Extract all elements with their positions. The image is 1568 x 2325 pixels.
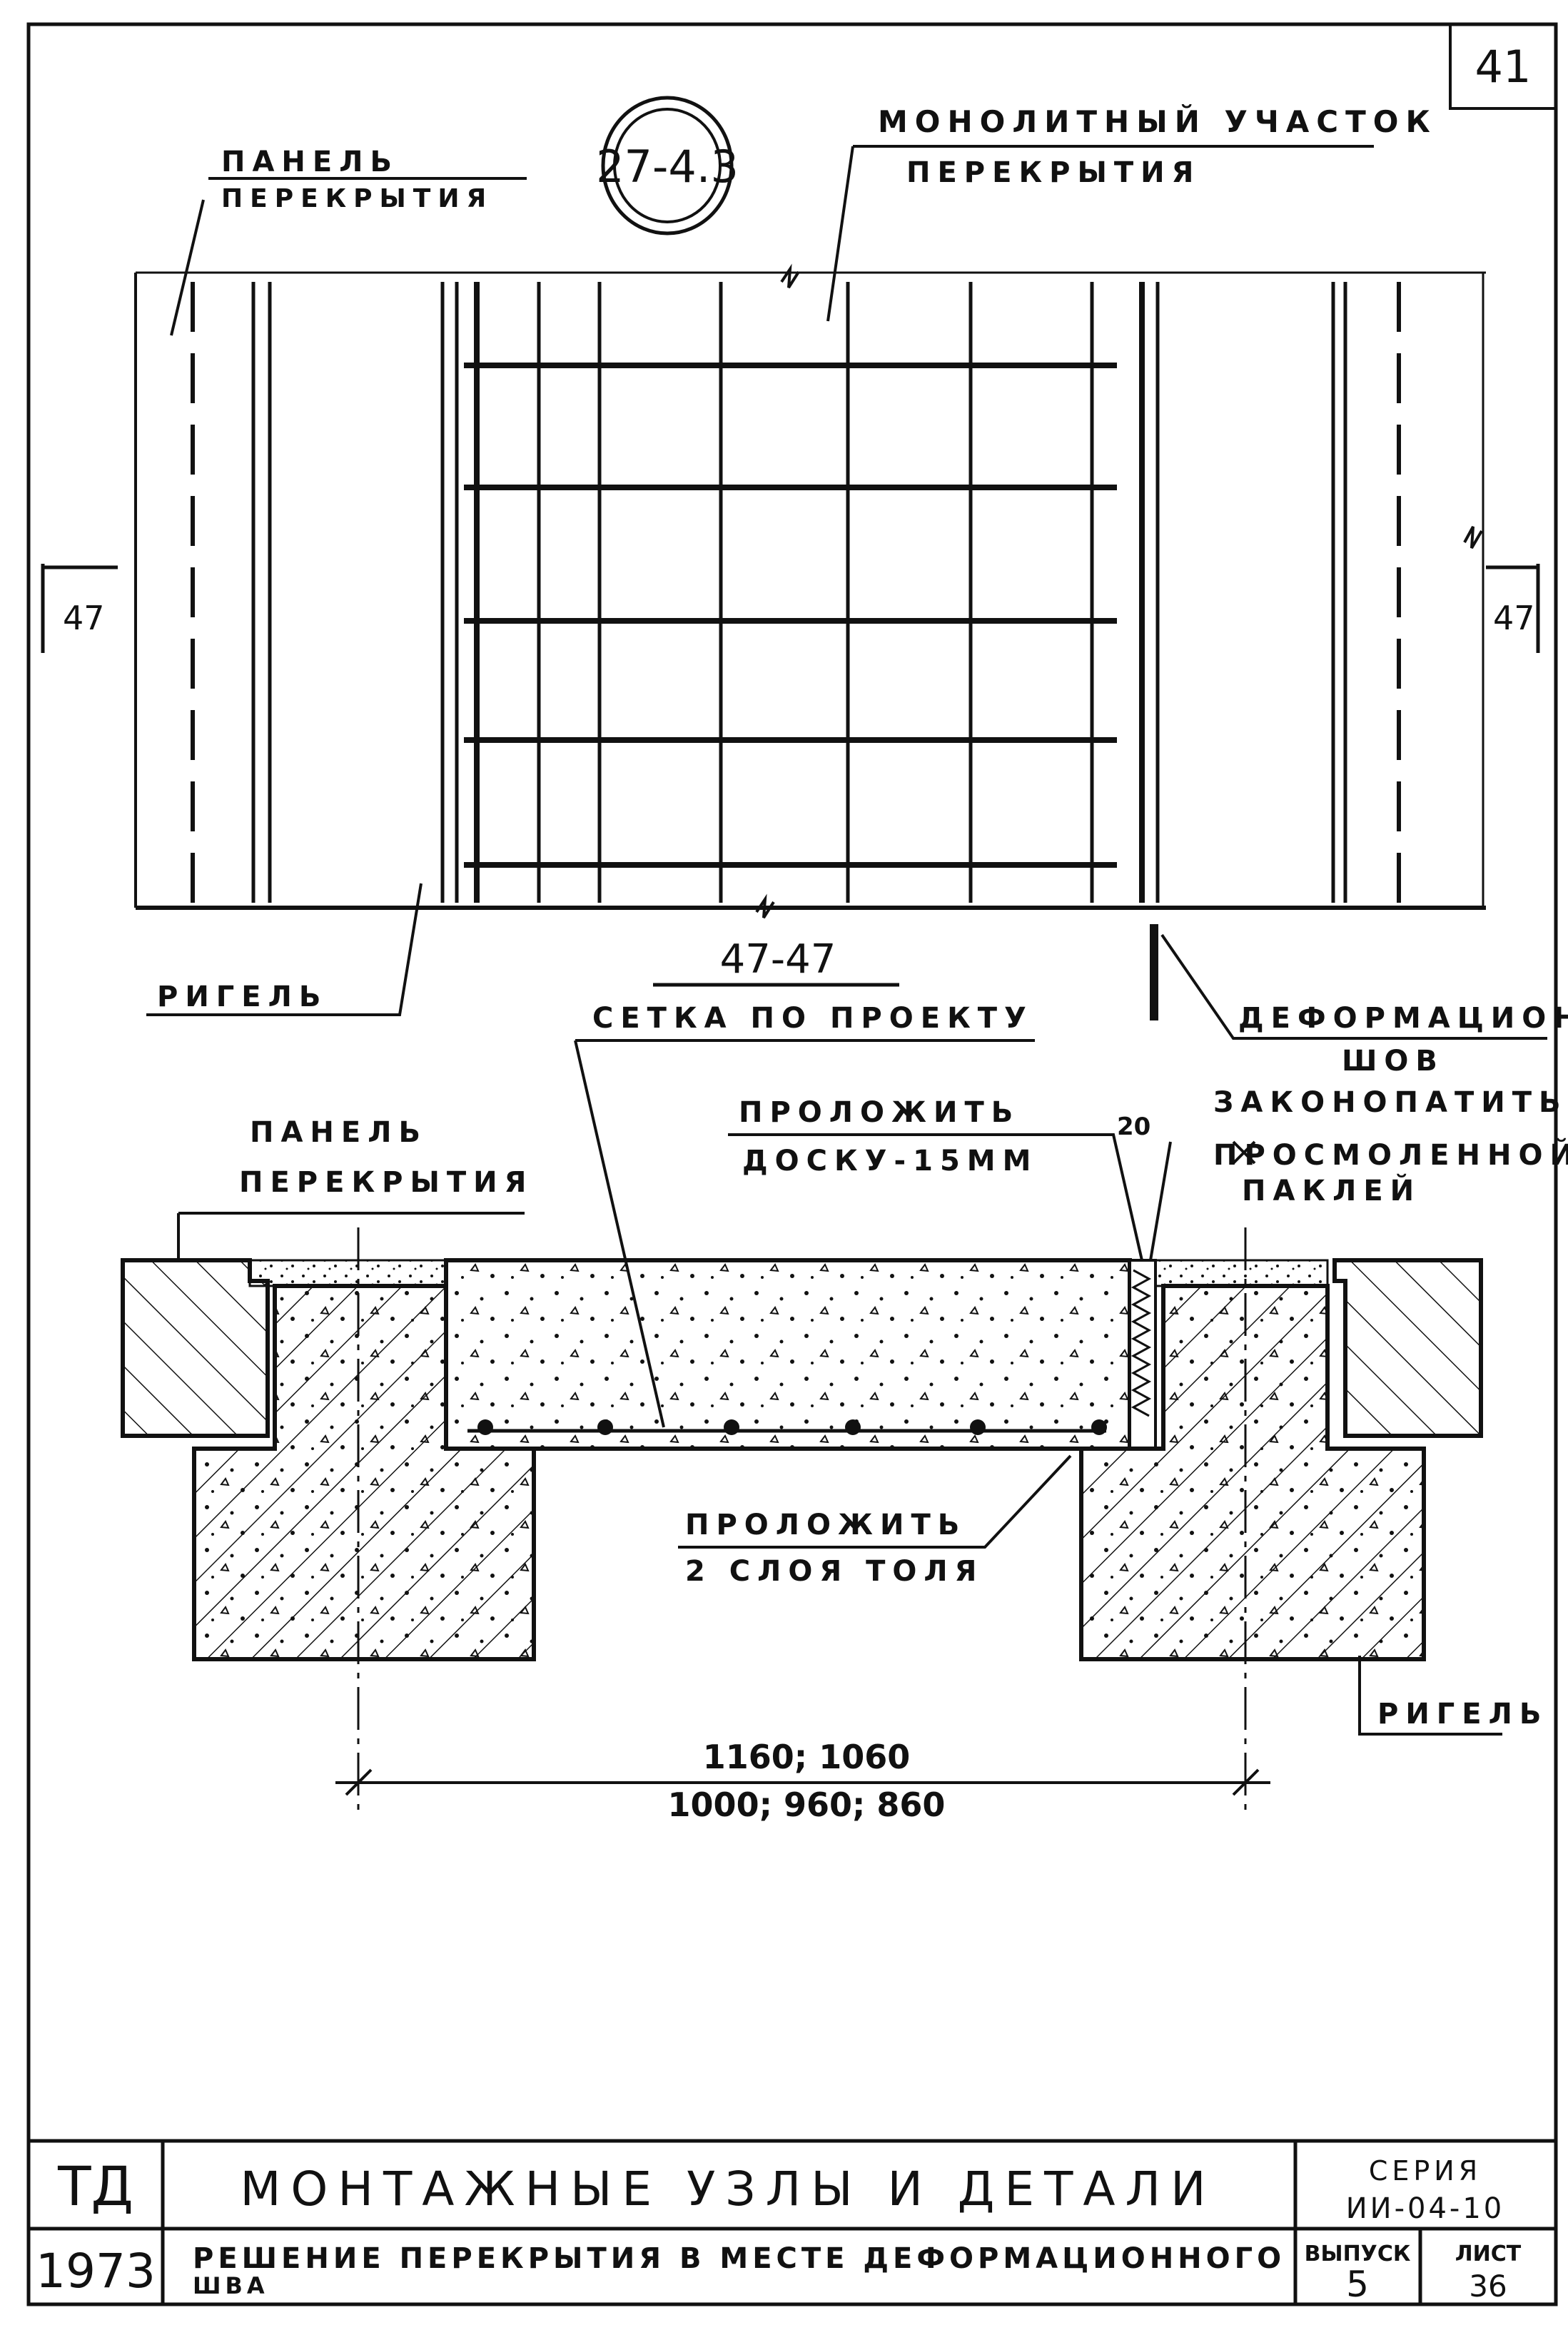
plan-label-monolith-line1: МОНОЛИТНЫЙ УЧАСТОК — [878, 103, 1437, 139]
title-block-sheet-value: 36 — [1469, 2269, 1507, 2304]
section-label-panel-line2: ПЕРЕКРЫТИЯ — [239, 1166, 533, 1199]
section-label-caulk-line1: ЗАКОНОПАТИТЬ — [1213, 1086, 1568, 1119]
title-block-series-label: СЕРИЯ — [1369, 2155, 1482, 2187]
sheet-number: 41 — [1475, 41, 1532, 93]
sheet-frame — [26, 22, 1558, 2306]
plan-label-joint-line1: ДЕФОРМАЦИОН. — [1238, 1002, 1568, 1035]
section-label-gap: 20 — [1117, 1113, 1150, 1141]
title-block — [29, 2139, 1556, 2304]
plan-label-joint-line2: ШОВ — [1342, 1045, 1445, 1078]
plan-view — [41, 145, 1547, 1040]
dimension-line1: 1160; 1060 — [703, 1738, 910, 1776]
plan-label-monolith-line2: ПЕРЕКРЫТИЯ — [906, 156, 1200, 189]
plan-label-panel-line2: ПЕРЕКРЫТИЯ — [221, 184, 493, 213]
title-block-subtitle-line1: РЕШЕНИЕ ПЕРЕКРЫТИЯ В МЕСТЕ ДЕФОРМАЦИОННО… — [193, 2242, 1285, 2275]
plan-label-beam: РИГЕЛЬ — [157, 981, 328, 1013]
section-label-felt-line1: ПРОЛОЖИТЬ — [685, 1509, 966, 1541]
section-mark-right: 47 — [1493, 599, 1535, 637]
section-mark-left: 47 — [63, 599, 105, 637]
plan-label-panel-line1: ПАНЕЛЬ — [221, 146, 399, 178]
title-block-subtitle-line2: ШВА — [193, 2272, 269, 2299]
title-block-title: МОНТАЖНЫЕ УЗЛЫ И ДЕТАЛИ — [240, 2162, 1215, 2217]
section-label-caulk-line2: ПРОСМОЛЕННОЙ — [1213, 1138, 1568, 1172]
title-block-year: 1973 — [36, 2244, 156, 2299]
section-label-panel-line1: ПАНЕЛЬ — [250, 1116, 428, 1149]
title-block-series-value: ИИ-04-10 — [1346, 2192, 1505, 2225]
section-label-mesh: СЕТКА ПО ПРОЕКТУ — [592, 1002, 1033, 1035]
section-label-felt-line2: 2 СЛОЯ ТОЛЯ — [685, 1555, 983, 1588]
title-block-issue-label: ВЫПУСК — [1305, 2242, 1411, 2266]
title-block-org: ТД — [57, 2154, 133, 2218]
node-ref-marker — [601, 96, 734, 235]
section-title: 47-47 — [720, 936, 836, 983]
section-label-board-line2: ДОСКУ-15ММ — [742, 1145, 1038, 1177]
dimension-line2: 1000; 960; 860 — [668, 1785, 946, 1824]
title-block-issue-value: 5 — [1346, 2264, 1369, 2305]
section-label-board-line1: ПРОЛОЖИТЬ — [739, 1096, 1020, 1129]
node-ref-label: 27-4.3 — [596, 141, 739, 193]
section-label-caulk-line3: ПАКЛЕЙ — [1242, 1173, 1421, 1207]
section-label-beam: РИГЕЛЬ — [1377, 1698, 1548, 1731]
title-block-sheet-label: ЛИСТ — [1455, 2242, 1522, 2266]
section-view — [121, 1039, 1502, 1816]
